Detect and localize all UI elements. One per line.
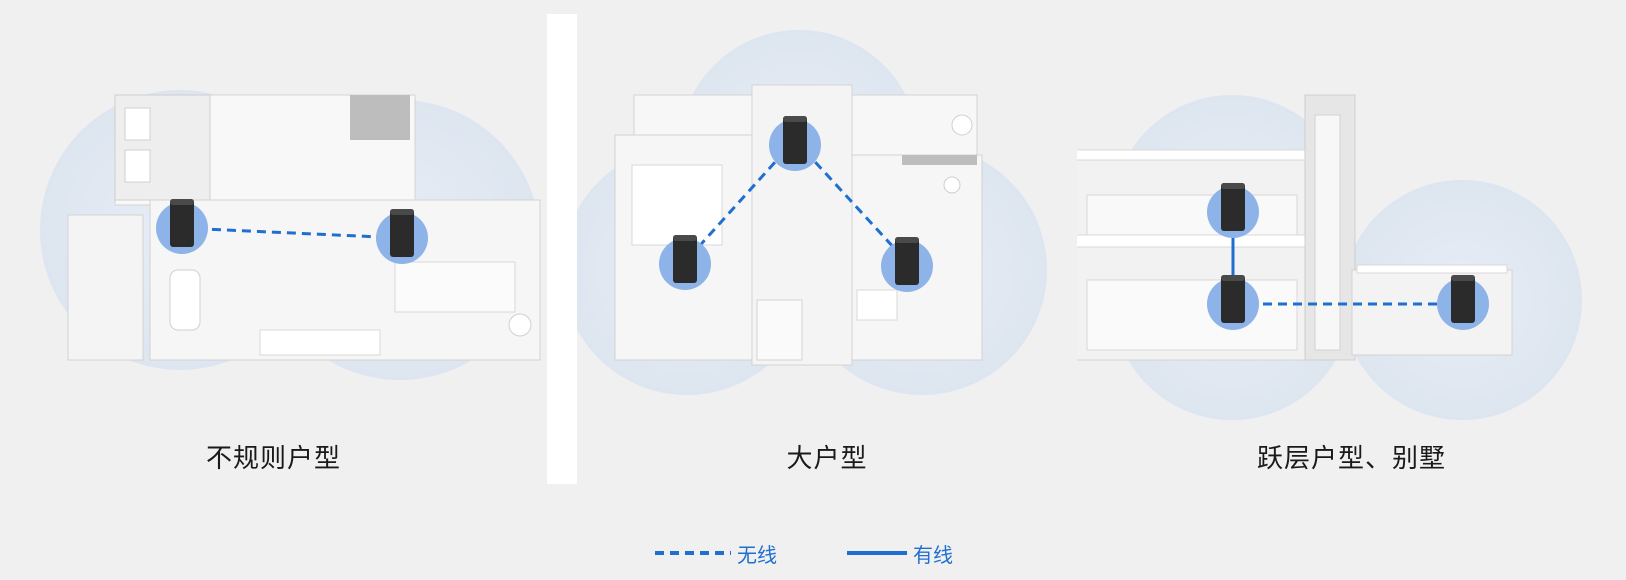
panel-irregular: 不规则户型: [0, 0, 547, 500]
wireless-link: [793, 138, 909, 264]
legend-wireless-label: 无线: [737, 542, 777, 567]
irregular-floorplan-diagram: [40, 90, 541, 380]
legend: 无线 有线: [655, 538, 1023, 568]
legend-wired-label: 有线: [913, 542, 953, 567]
legend-wired: 有线: [847, 539, 953, 568]
caption-duplex-villa: 跃层户型、别墅: [1256, 444, 1446, 474]
panel-large: 大户型: [577, 0, 1077, 500]
dashed-line-icon: [655, 551, 731, 555]
wireless-link: [181, 226, 403, 240]
mesh-router-icon: [659, 235, 711, 290]
villa-building-diagram: [1077, 94, 1582, 420]
building: [1077, 94, 1513, 361]
mesh-router-icon: [1437, 275, 1489, 330]
mesh-router-icon: [881, 237, 933, 292]
caption-large: 大户型: [786, 444, 868, 474]
panel-duplex-villa: 跃层户型、别墅: [1077, 0, 1626, 500]
large-floorplan-diagram: [577, 30, 1047, 395]
mesh-router-icon: [1207, 183, 1259, 238]
panel-divider: [547, 14, 577, 484]
mesh-router-icon: [769, 116, 821, 171]
mesh-router-icon: [1207, 275, 1259, 330]
legend-wireless: 无线: [655, 539, 777, 568]
mesh-router-icon: [376, 209, 428, 264]
floorplan: [67, 94, 541, 361]
mesh-router-icon: [156, 199, 208, 254]
caption-irregular: 不规则户型: [205, 444, 341, 474]
wireless-link: [683, 138, 797, 264]
solid-line-icon: [847, 551, 907, 555]
